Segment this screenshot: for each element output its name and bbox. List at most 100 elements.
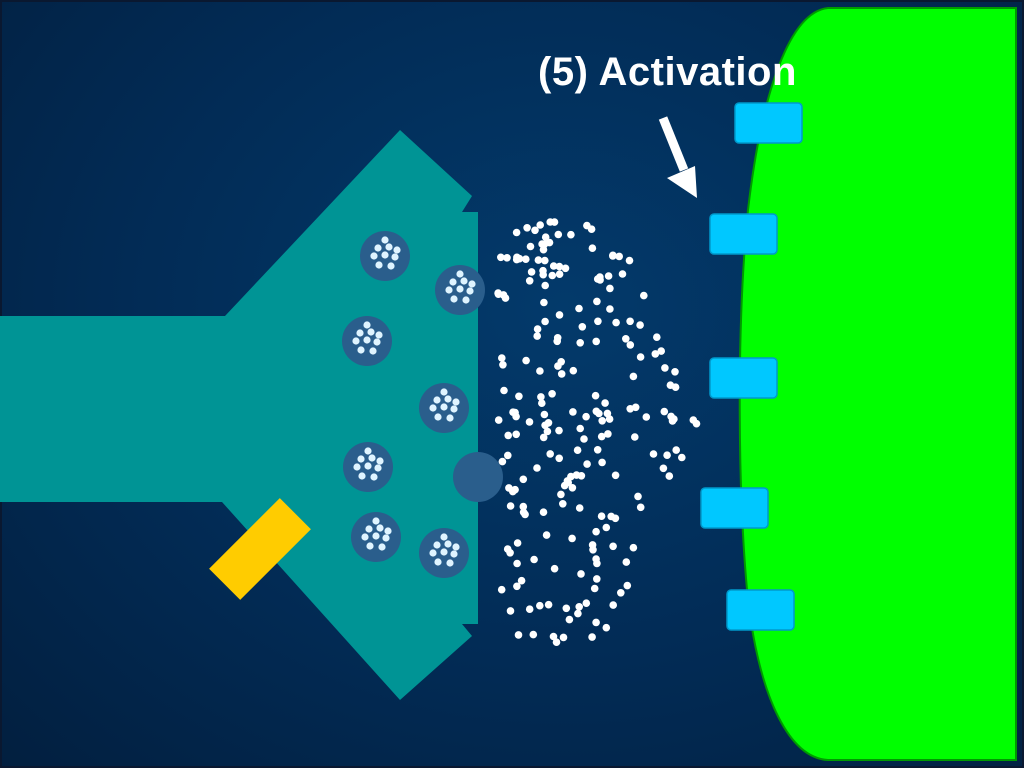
vesicle [419, 528, 469, 578]
neurotransmitter-dot [577, 472, 586, 480]
neurotransmitter-dot [649, 450, 658, 458]
neurotransmitter-dot [522, 356, 530, 365]
receptor-4 [700, 487, 769, 529]
neurotransmitter-dot [557, 490, 565, 499]
neurotransmitter-dot [582, 599, 591, 607]
neurotransmitter-dot [533, 325, 542, 333]
neurotransmitter-dot [497, 585, 506, 594]
neurotransmitter-dot [629, 543, 638, 552]
neurotransmitter-dot [659, 464, 668, 473]
neurotransmitter-dot [636, 503, 645, 512]
vesicle-content [444, 395, 452, 403]
neurotransmitter-dot [513, 253, 521, 262]
neurotransmitter-dot [575, 504, 584, 512]
vesicle-content [429, 404, 437, 412]
vesicle-content [370, 252, 378, 260]
neurotransmitter-dot [592, 555, 600, 563]
vesicle-content [440, 403, 448, 411]
neurotransmitter-dot [607, 512, 615, 521]
neurotransmitter-dot [598, 458, 606, 467]
vesicle-content [440, 388, 448, 396]
neurotransmitter-dot [592, 337, 600, 346]
vesicle-content [456, 285, 464, 293]
neurotransmitter-dot [587, 225, 596, 233]
vesicle-content [444, 540, 452, 548]
vesicles [342, 231, 485, 578]
vesicle-content [381, 236, 389, 244]
neurotransmitter-dot [617, 589, 625, 597]
neurotransmitter-dot [523, 224, 531, 232]
vesicle-content [368, 454, 376, 462]
receptor-3 [709, 357, 778, 399]
neurotransmitter-dot [597, 512, 606, 520]
neurotransmitter-dot [553, 337, 561, 346]
neurotransmitter-dot [549, 262, 558, 270]
vesicle-content [433, 541, 441, 549]
neurotransmitter-dot [537, 393, 545, 401]
neurotransmitter-dot [512, 228, 521, 237]
neurotransmitter-dot [653, 333, 661, 342]
vesicle-content [456, 270, 464, 278]
vesicle-content [450, 405, 458, 413]
neurotransmitter-dot [611, 471, 620, 480]
neurotransmitter-dot [577, 570, 585, 578]
blocker-molecule [209, 498, 311, 600]
neurotransmitter-dot [494, 290, 503, 299]
neurotransmitter-dot [631, 433, 639, 441]
vesicle-content [375, 261, 383, 269]
neurotransmitter-dot [626, 341, 635, 349]
vesicle-content [460, 277, 468, 285]
neurotransmitter-dot [539, 266, 547, 275]
vesicle-content [366, 542, 374, 550]
neurotransmitter-dot [609, 601, 617, 609]
neurotransmitter-dot [651, 350, 660, 358]
neurotransmitter-dot [604, 430, 612, 438]
neurotransmitter-dot [504, 431, 512, 440]
neurotransmitter-dot [642, 413, 651, 421]
neurotransmitter-dot [511, 485, 519, 494]
neurotransmitter-dot [541, 233, 550, 241]
neurotransmitter-dot [559, 633, 568, 642]
vesicle-content [393, 246, 401, 254]
neurotransmitter-dot [663, 451, 671, 460]
neurotransmitter-dot [534, 256, 543, 264]
vesicle-content [372, 532, 380, 540]
vesicle-content [378, 543, 386, 551]
neurotransmitter-dot [593, 275, 602, 283]
neurotransmitter-dot [692, 419, 701, 428]
neurotransmitter-dot [504, 451, 512, 460]
vesicle-content [370, 473, 378, 481]
vesicle-content [376, 524, 384, 532]
vesicle-content [365, 525, 373, 533]
vesicle-content [376, 457, 384, 465]
neurotransmitter-dot [597, 432, 606, 441]
neurotransmitter-dot [603, 409, 612, 418]
neurotransmitter-dot [588, 633, 596, 641]
arrow-icon [658, 116, 697, 198]
neurotransmitter-dot [592, 618, 600, 627]
neurotransmitter-dot [525, 418, 534, 426]
neurotransmitter-dot [522, 255, 530, 263]
neurotransmitter-dot [609, 542, 617, 551]
receptor-1 [734, 102, 803, 144]
neurotransmitter-dot [576, 424, 584, 433]
neurotransmitter-dot [606, 284, 614, 293]
vesicle [419, 383, 469, 433]
neurotransmitter-dot [618, 270, 627, 278]
vesicle-content [440, 548, 448, 556]
neurotransmitter-dot [512, 430, 520, 439]
neurotransmitter-dot [672, 446, 680, 454]
neurotransmitter-dot [549, 632, 558, 641]
receptor-5 [726, 589, 795, 631]
neurotransmitter-dot [557, 370, 566, 378]
neurotransmitter-dot [668, 417, 677, 425]
vesicle-content [374, 244, 382, 252]
vesicle-content [364, 462, 372, 470]
neurotransmitter-dot [612, 318, 620, 327]
neurotransmitter-dot [623, 581, 632, 590]
vesicle-content [369, 347, 377, 355]
neurotransmitter-dot [513, 559, 521, 568]
vesicle-content [357, 455, 365, 463]
neurotransmitter-dot [525, 277, 534, 285]
